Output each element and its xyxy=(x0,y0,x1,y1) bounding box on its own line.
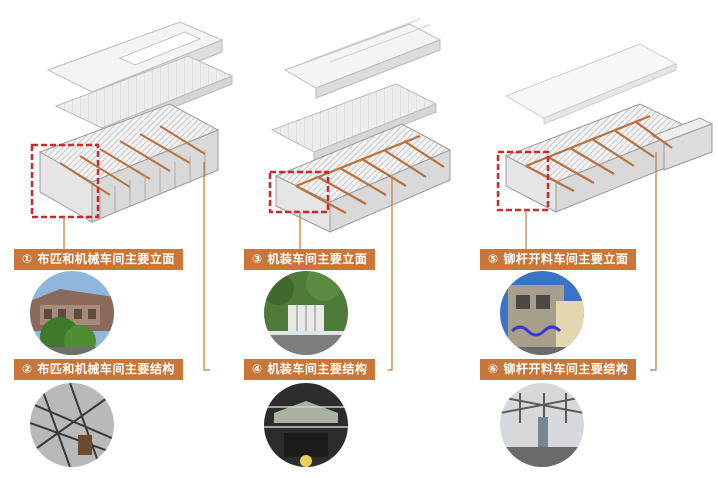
photo-structure-fabric-machinery xyxy=(30,383,114,467)
facade-highlight-box-1 xyxy=(30,143,100,219)
facade-highlight-box-2 xyxy=(268,170,330,214)
label-facade-assembly: ③ 机装车间主要立面 xyxy=(244,249,376,270)
photo-facade-rivet-cutting xyxy=(500,271,584,355)
label-facade-rivet-cutting: ⑤ 铆杆开料车间主要立面 xyxy=(480,249,637,270)
leader-line-6 xyxy=(650,152,657,371)
leader-line-4 xyxy=(388,176,393,371)
leader-line-2 xyxy=(203,162,210,371)
label-structure-assembly: ④ 机装车间主要结构 xyxy=(244,359,376,380)
photo-facade-assembly xyxy=(264,271,348,355)
building-2-exploded-model xyxy=(270,18,452,233)
building-1-exploded-model xyxy=(38,21,234,223)
label-facade-fabric-machinery: ① 布匹和机械车间主要立面 xyxy=(14,249,183,270)
photo-structure-assembly xyxy=(264,383,348,467)
label-structure-rivet-cutting: ⑥ 铆杆开料车间主要结构 xyxy=(480,359,637,380)
building-3-exploded-model xyxy=(504,43,714,213)
photo-facade-fabric-machinery xyxy=(30,271,114,355)
label-structure-fabric-machinery: ② 布匹和机械车间主要结构 xyxy=(14,359,183,380)
photo-structure-rivet-cutting xyxy=(500,383,584,467)
